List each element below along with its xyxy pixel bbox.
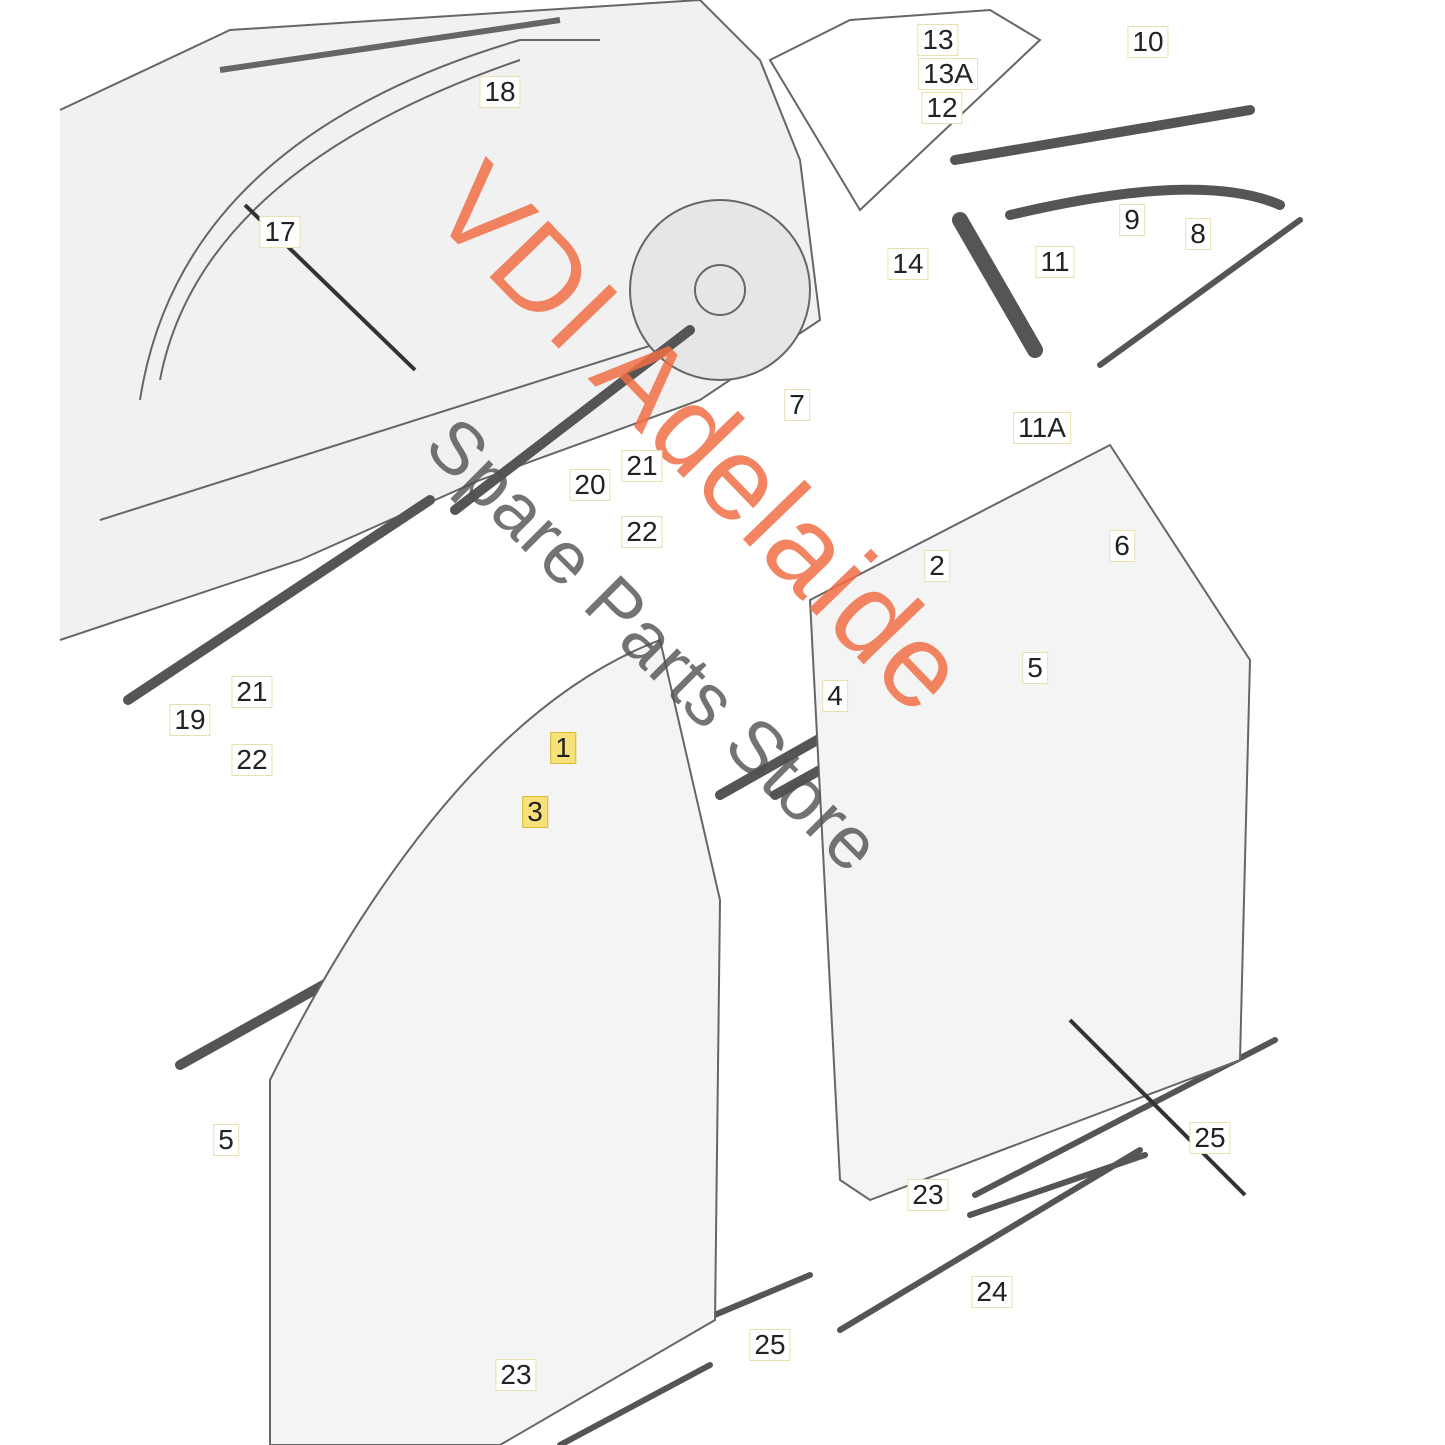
callout-21-upper[interactable]: 21 xyxy=(621,450,663,482)
callout-23-front[interactable]: 23 xyxy=(495,1359,537,1391)
callout-4[interactable]: 4 xyxy=(822,680,848,712)
callout-14[interactable]: 14 xyxy=(887,248,929,280)
callout-19[interactable]: 19 xyxy=(169,704,211,736)
callout-20[interactable]: 20 xyxy=(569,469,611,501)
callout-25-front[interactable]: 25 xyxy=(749,1329,791,1361)
front-door xyxy=(269,638,722,1445)
quarter-window xyxy=(768,8,1042,212)
callout-24[interactable]: 24 xyxy=(971,1276,1013,1308)
callout-23-rear[interactable]: 23 xyxy=(907,1179,949,1211)
callout-5-rear[interactable]: 5 xyxy=(1022,652,1048,684)
callout-1-highlighted[interactable]: 1 xyxy=(550,732,576,764)
callout-2[interactable]: 2 xyxy=(924,550,950,582)
callout-25-rear[interactable]: 25 xyxy=(1189,1122,1231,1154)
rear-door xyxy=(808,443,1252,1202)
callout-7[interactable]: 7 xyxy=(784,389,810,421)
callout-10[interactable]: 10 xyxy=(1127,26,1169,58)
callout-13a[interactable]: 13A xyxy=(918,58,978,90)
callout-21-lower[interactable]: 21 xyxy=(231,676,273,708)
callout-9[interactable]: 9 xyxy=(1119,204,1145,236)
callout-6[interactable]: 6 xyxy=(1109,530,1135,562)
callout-22-lower[interactable]: 22 xyxy=(231,744,273,776)
callout-18[interactable]: 18 xyxy=(479,76,521,108)
callout-22-upper[interactable]: 22 xyxy=(621,516,663,548)
callout-11[interactable]: 11 xyxy=(1035,246,1075,278)
callout-12[interactable]: 12 xyxy=(921,92,963,124)
callout-17[interactable]: 17 xyxy=(259,216,301,248)
callout-8[interactable]: 8 xyxy=(1185,218,1211,250)
callout-3-highlighted[interactable]: 3 xyxy=(522,796,548,828)
callout-13[interactable]: 13 xyxy=(917,24,959,56)
car-body xyxy=(59,0,822,641)
callout-11a[interactable]: 11A xyxy=(1013,412,1071,444)
callout-5-front[interactable]: 5 xyxy=(213,1124,239,1156)
